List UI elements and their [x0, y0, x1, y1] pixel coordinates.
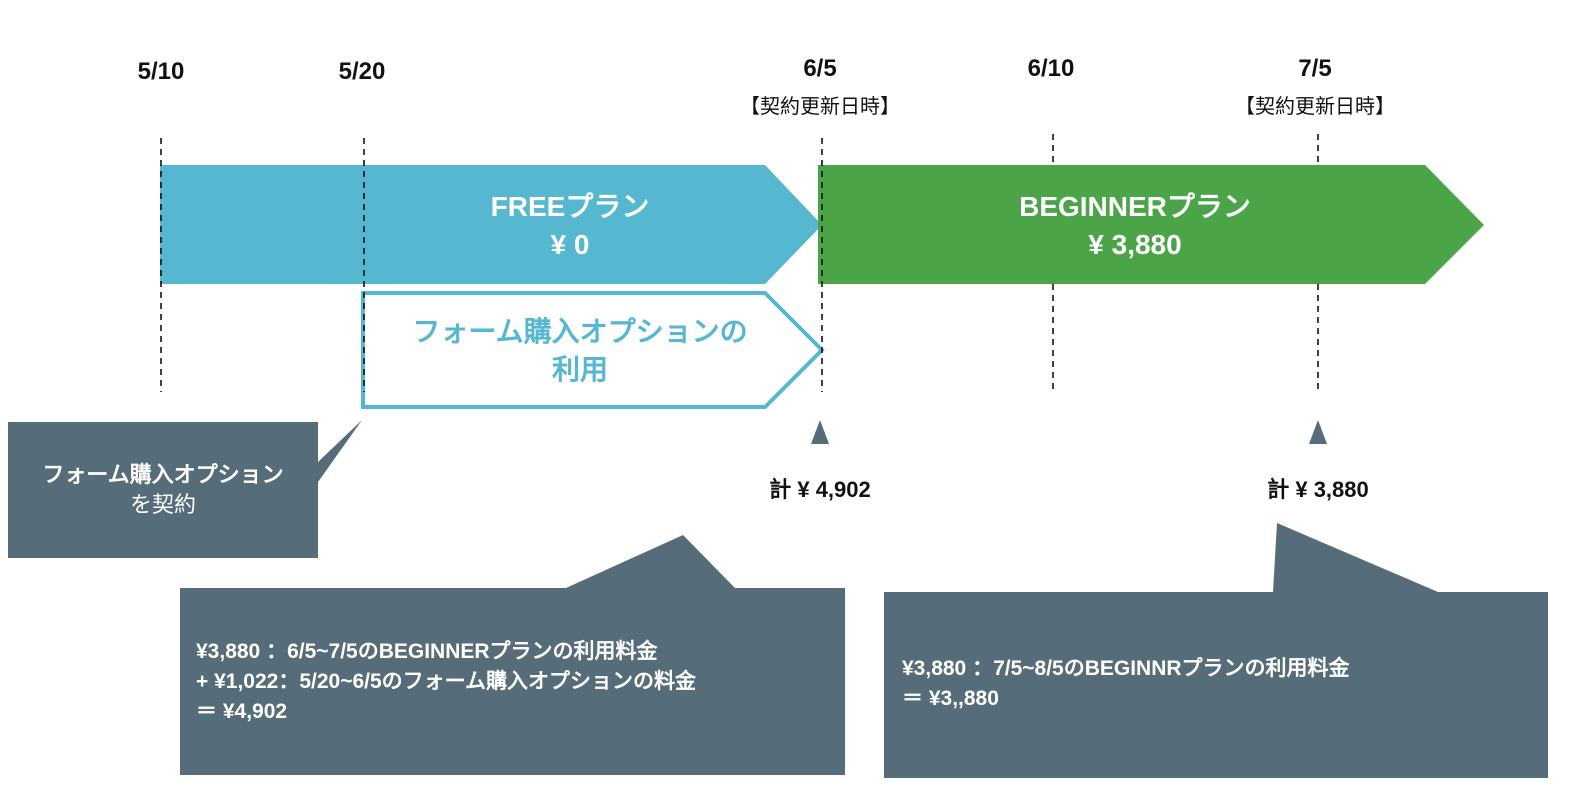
contract-callout-line2: を契約 [129, 492, 196, 517]
beginner-plan-label: BEGINNERプラン ¥ 3,880 [985, 188, 1285, 264]
marker-triangle-7-5 [1309, 420, 1327, 444]
breakdown-callout-2-box [884, 523, 1548, 778]
beginner-plan-arrow [818, 165, 1484, 284]
free-plan-label: FREEプラン ¥ 0 [420, 188, 720, 264]
breakdown-1-line1: ¥3,880 ：6/5~7/5のBEGINNERプランの利用料金 [196, 640, 658, 663]
contract-callout-text: フォーム購入オプション を契約 [8, 460, 318, 520]
beginner-plan-name: BEGINNERプラン [1019, 191, 1251, 222]
option-label-line1: フォーム購入オプションの [412, 316, 748, 347]
date-guide-lines [160, 134, 1319, 392]
free-plan-arrow [160, 165, 822, 284]
beginner-plan-price: ¥ 3,880 [1088, 229, 1182, 260]
date-label-5-10: 5/10 [137, 58, 185, 85]
date-sub-label-6-5: 【契約更新日時】 [740, 96, 900, 118]
option-label-line2: 利用 [551, 354, 608, 385]
free-plan-name: FREEプラン [490, 191, 650, 222]
breakdown-1-text: ¥3,880 ：6/5~7/5のBEGINNERプランの利用料金 + ¥1,02… [196, 637, 836, 727]
date-label-6-5: 6/5 [803, 55, 837, 82]
contract-callout-box [8, 420, 362, 558]
total-7-5: 計 ¥ 3,880 [1267, 477, 1369, 502]
breakdown-1-line3: ＝ ¥4,902 [196, 700, 288, 723]
breakdown-2-text: ¥3,880 ：7/5~8/5のBEGINNRプランの利用料金 ＝ ¥3,,88… [902, 654, 1542, 714]
breakdown-2-line2: ＝ ¥3,,880 [902, 687, 999, 710]
date-sub-label-7-5: 【契約更新日時】 [1235, 96, 1395, 118]
marker-triangle-6-5 [811, 420, 829, 444]
date-label-6-10: 6/10 [1027, 55, 1075, 82]
breakdown-callout-1-box [180, 535, 845, 775]
option-arrow [361, 291, 825, 409]
date-label-7-5: 7/5 [1298, 55, 1332, 82]
date-label-5-20: 5/20 [338, 58, 386, 85]
option-label: フォーム購入オプションの 利用 [380, 313, 780, 389]
free-plan-price: ¥ 0 [550, 229, 590, 260]
breakdown-1-line2: + ¥1,022：5/20~6/5のフォーム購入オプションの料金 [196, 670, 697, 693]
contract-callout-line1: フォーム購入オプション [42, 462, 284, 487]
total-6-5: 計 ¥ 4,902 [769, 477, 871, 502]
breakdown-2-line1: ¥3,880 ：7/5~8/5のBEGINNRプランの利用料金 [902, 657, 1350, 680]
